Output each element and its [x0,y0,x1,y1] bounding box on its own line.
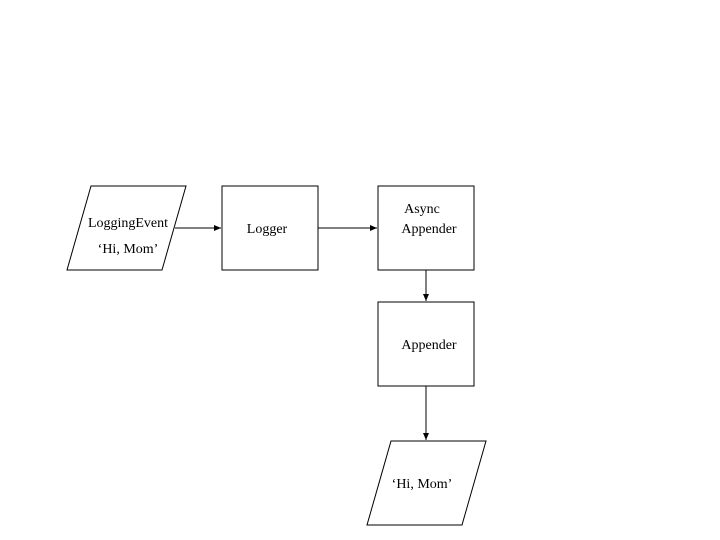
output-label: ‘Hi, Mom’ [392,477,453,492]
appender-label: Appender [401,338,457,353]
appender-box [377,301,475,387]
async-appender-label-line1: Async [404,202,440,217]
async-appender-label-line2: Appender [401,222,457,237]
logging-event-label: LoggingEvent [88,216,168,231]
logger-box [221,185,319,271]
logging-event-shape [66,185,187,271]
async-appender-box [377,185,475,271]
logging-event-value: ‘Hi, Mom’ [98,242,159,257]
output-shape [366,440,487,526]
logger-label: Logger [247,222,288,237]
